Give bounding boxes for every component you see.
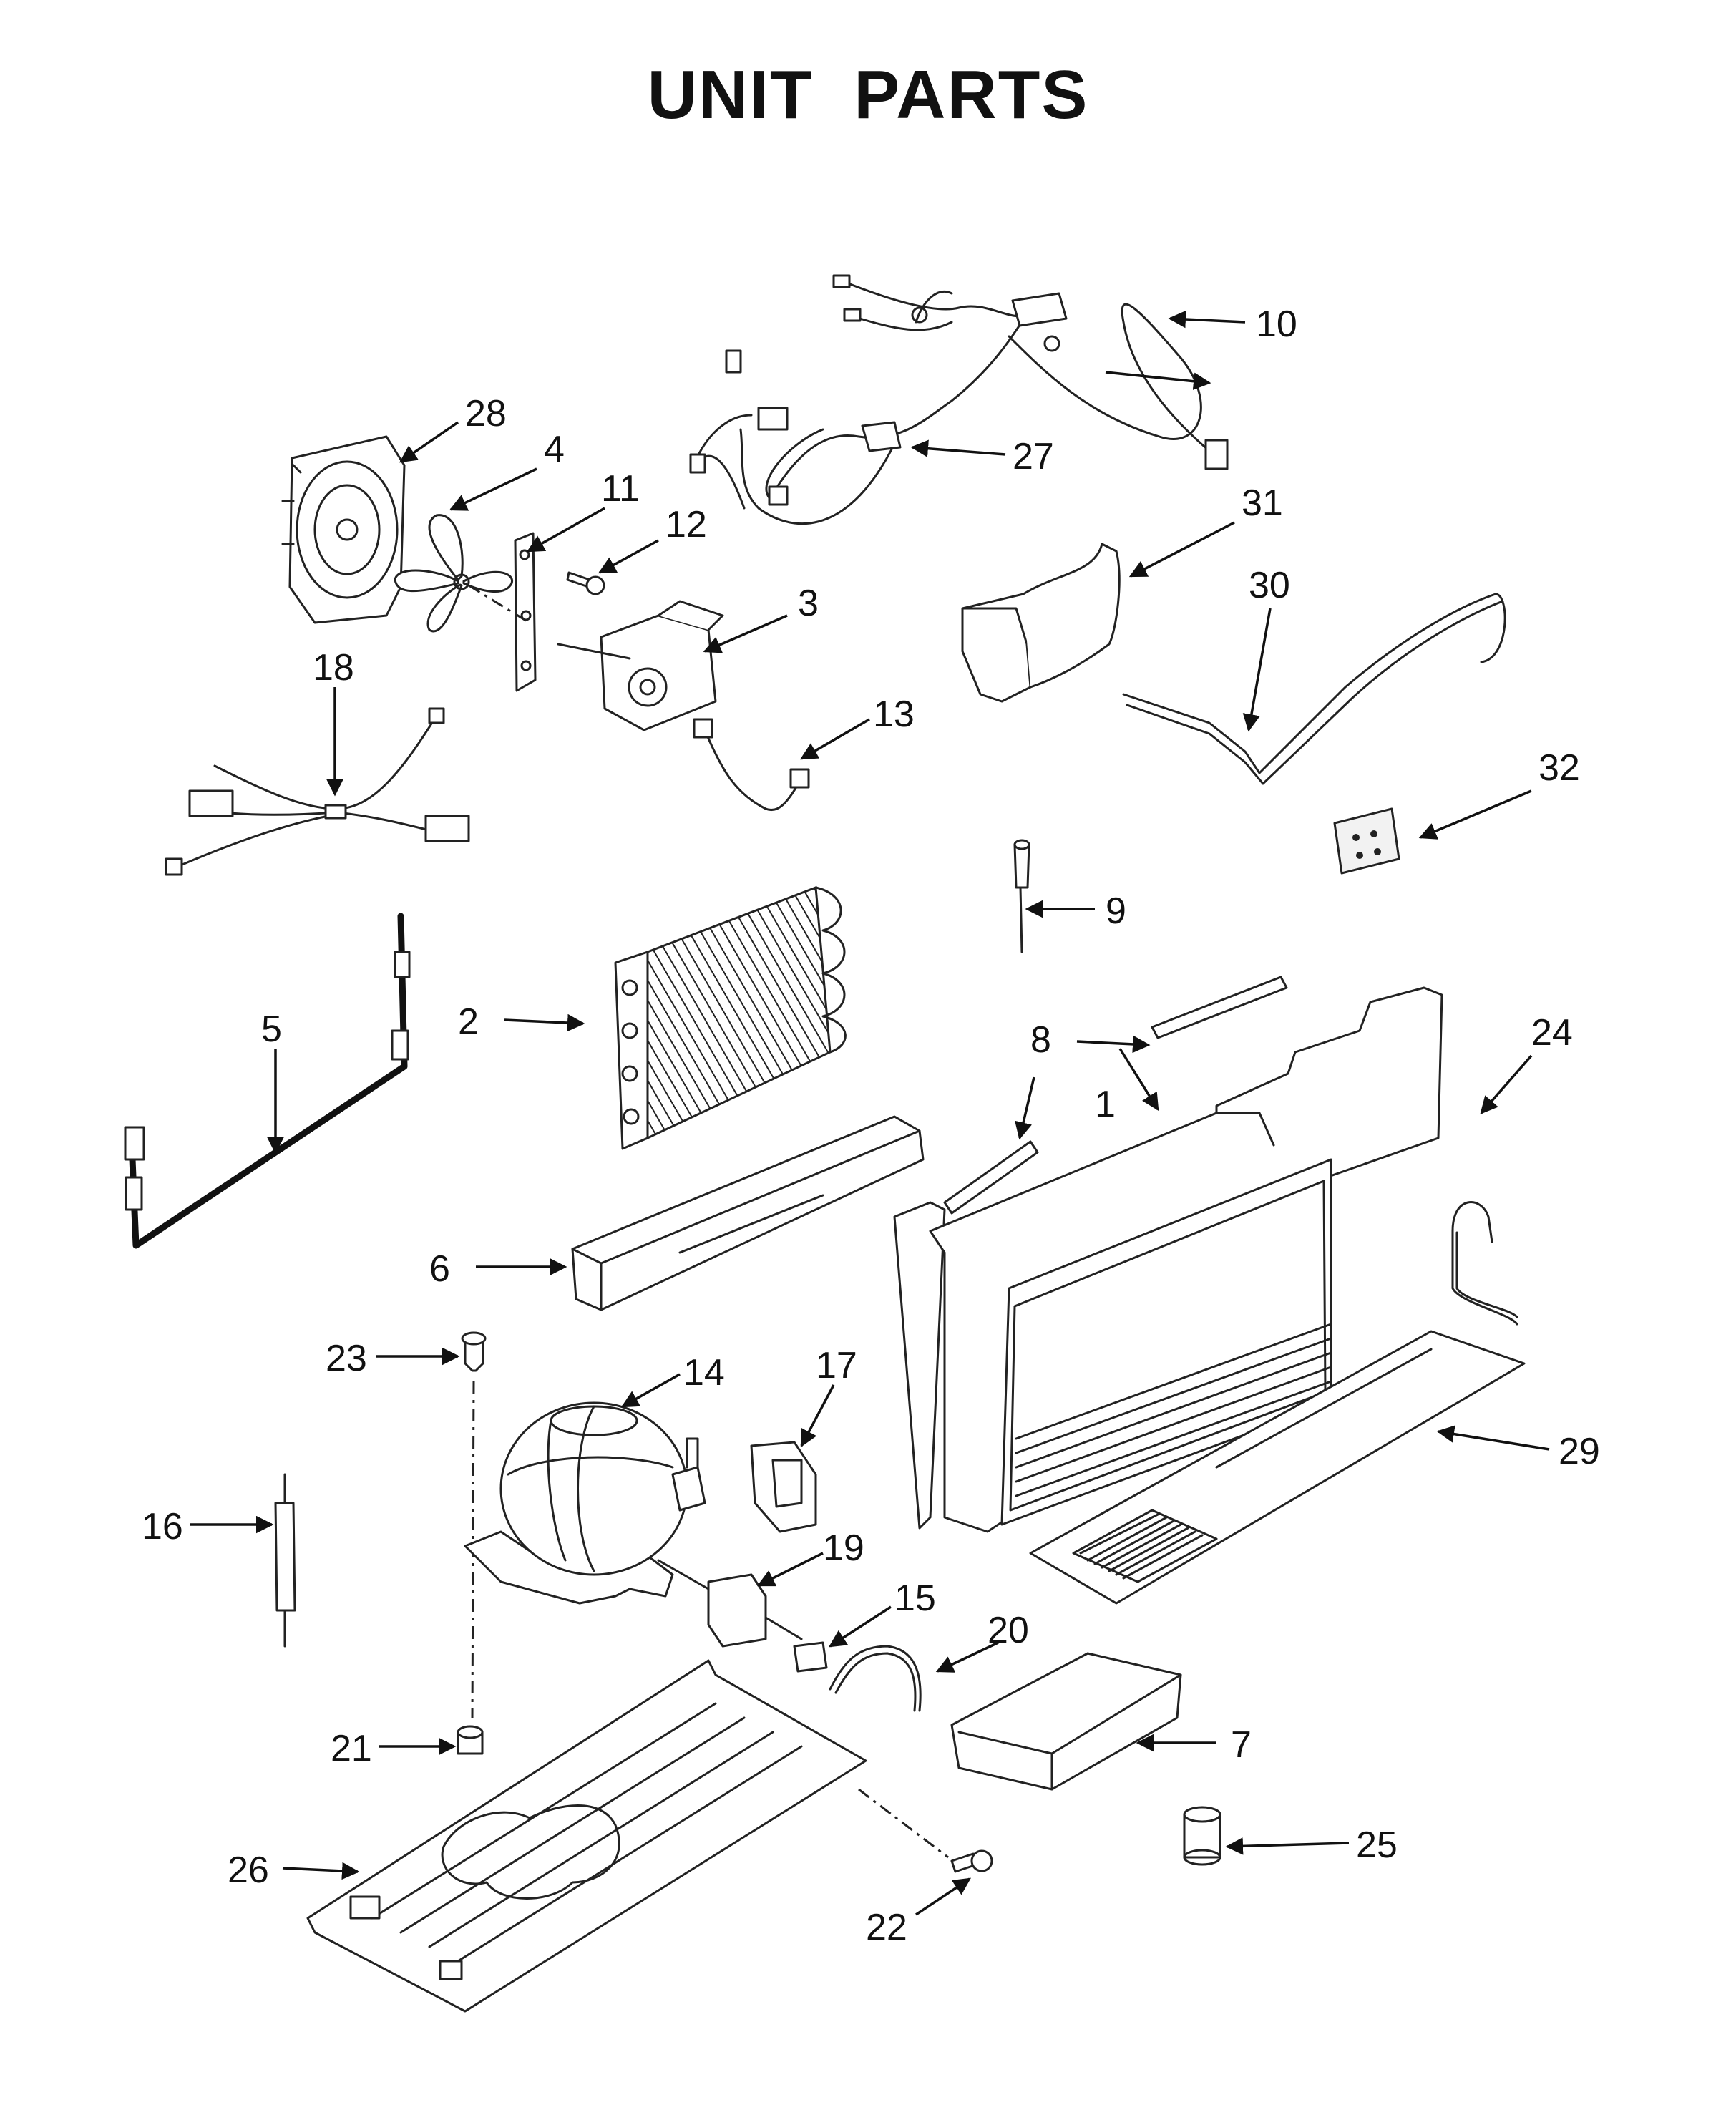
callout-1: 1: [1095, 1084, 1116, 1125]
fan-motor-part: [557, 600, 724, 731]
callout-7: 7: [1231, 1724, 1252, 1766]
fan-blade-part: [394, 514, 513, 633]
callout-8: 8: [1030, 1019, 1051, 1061]
grommet-part: [457, 1725, 484, 1755]
callout-19: 19: [823, 1527, 864, 1569]
compressor-base-part: [306, 1659, 867, 2013]
callout-5: 5: [261, 1008, 282, 1050]
screw-part-22: [950, 1849, 993, 1873]
callout-32: 32: [1538, 747, 1580, 789]
start-relay-part: [657, 1559, 803, 1648]
fan-shroud-part: [281, 435, 406, 624]
callout-16: 16: [142, 1506, 183, 1547]
callout-17: 17: [816, 1345, 857, 1386]
callout-22: 22: [866, 1907, 907, 1948]
filter-drier-part: [274, 1473, 296, 1648]
callout-labels: 1 2 3 4 5 6 7 8 9 10 11 12 13 14 15 16 1…: [142, 303, 1600, 1948]
callout-11: 11: [601, 468, 640, 510]
condenser-shroud-part: [571, 1115, 925, 1311]
leader-arrows: [190, 310, 1550, 1916]
screw-part-23: [461, 1331, 487, 1372]
callout-30: 30: [1249, 565, 1290, 606]
callout-2: 2: [458, 1001, 479, 1043]
air-duct-part: [961, 543, 1121, 703]
callout-20: 20: [988, 1610, 1029, 1651]
condenser-part: [614, 885, 847, 1150]
drain-pan-part: [950, 1652, 1182, 1791]
wire-harness-part-10: [832, 274, 1229, 470]
fan-bracket-part: [514, 532, 537, 692]
callout-29: 29: [1559, 1431, 1600, 1472]
wire-harness-part-27: [689, 306, 1032, 525]
wire-harness-part-13: [693, 718, 810, 812]
gasket-strip-part: [943, 976, 1288, 1215]
relay-cover-part: [750, 1441, 817, 1533]
callout-10: 10: [1256, 303, 1297, 345]
callout-21: 21: [331, 1728, 372, 1769]
callout-6: 6: [429, 1248, 450, 1290]
control-board-part: [1333, 807, 1400, 875]
capacitor-part: [1183, 1806, 1221, 1866]
callout-15: 15: [894, 1577, 936, 1619]
callout-12: 12: [665, 504, 707, 545]
callout-4: 4: [544, 429, 565, 470]
callout-23: 23: [326, 1338, 367, 1379]
callout-18: 18: [313, 647, 354, 689]
callout-14: 14: [683, 1352, 725, 1394]
callout-26: 26: [228, 1849, 269, 1891]
callout-13: 13: [873, 694, 915, 735]
diagram-title: UNIT PARTS: [647, 57, 1089, 133]
defrost-heater-part: [124, 913, 411, 1249]
callout-27: 27: [1013, 436, 1054, 477]
drain-tube-part: [1122, 593, 1506, 785]
callout-28: 28: [465, 393, 507, 434]
wire-harness-part-18: [165, 707, 470, 876]
callout-25: 25: [1356, 1824, 1398, 1866]
tube-part-20: [829, 1645, 922, 1712]
callout-31: 31: [1242, 482, 1283, 524]
screw-part-12: [566, 571, 605, 595]
evaporator-cover-part: [1029, 1330, 1526, 1605]
overload-part: [793, 1641, 828, 1673]
thermistor-part: [1013, 839, 1030, 953]
compressor-part: [464, 1401, 706, 1605]
callout-24: 24: [1531, 1012, 1573, 1054]
wire-part-24: [1451, 1201, 1518, 1326]
callout-3: 3: [798, 583, 819, 624]
callout-9: 9: [1106, 890, 1126, 932]
